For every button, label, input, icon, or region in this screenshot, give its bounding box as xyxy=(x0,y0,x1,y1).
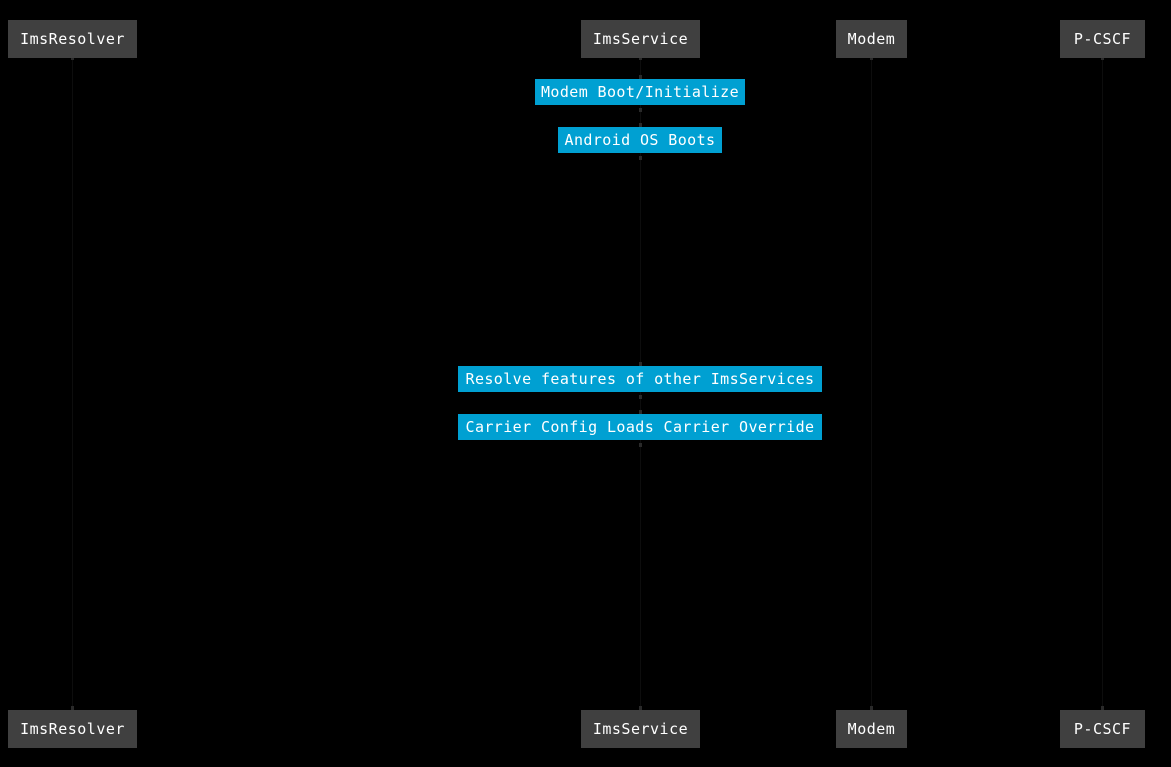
lifeline-stub-ims-resolver-top xyxy=(71,56,74,60)
lifeline-tick-ims-service-1 xyxy=(639,75,642,79)
lifeline-tick-ims-service-8 xyxy=(639,443,642,447)
participant-header-ims-service[interactable]: ImsService xyxy=(581,20,700,58)
lifeline-p-cscf xyxy=(1102,58,1103,710)
participant-footer-ims-service[interactable]: ImsService xyxy=(581,710,700,748)
note-android-os-boots[interactable]: Android OS Boots xyxy=(558,127,722,153)
participant-header-modem[interactable]: Modem xyxy=(836,20,907,58)
participant-footer-modem[interactable]: Modem xyxy=(836,710,907,748)
lifeline-tick-ims-service-5 xyxy=(639,362,642,366)
participant-header-ims-resolver[interactable]: ImsResolver xyxy=(8,20,137,58)
lifeline-ims-resolver xyxy=(72,58,73,710)
lifeline-tick-ims-service-3 xyxy=(639,123,642,127)
lifeline-stub-ims-resolver-bottom xyxy=(71,706,74,710)
lifeline-stub-modem-bottom xyxy=(870,706,873,710)
lifeline-tick-ims-service-6 xyxy=(639,395,642,399)
lifeline-tick-ims-service-2 xyxy=(639,108,642,112)
participant-footer-p-cscf[interactable]: P-CSCF xyxy=(1060,710,1145,748)
lifeline-stub-p-cscf-top xyxy=(1101,56,1104,60)
lifeline-tick-ims-service-7 xyxy=(639,410,642,414)
lifeline-stub-ims-service-bottom xyxy=(639,706,642,710)
participant-header-p-cscf[interactable]: P-CSCF xyxy=(1060,20,1145,58)
lifeline-stub-ims-service-top xyxy=(639,56,642,60)
lifeline-modem xyxy=(871,58,872,710)
note-modem-boot-initialize[interactable]: Modem Boot/Initialize xyxy=(535,79,745,105)
lifeline-tick-ims-service-4 xyxy=(639,156,642,160)
participant-footer-ims-resolver[interactable]: ImsResolver xyxy=(8,710,137,748)
lifeline-stub-modem-top xyxy=(870,56,873,60)
note-carrier-config-loads-carrier-override[interactable]: Carrier Config Loads Carrier Override xyxy=(458,414,822,440)
note-resolve-features-of-other-imsservices[interactable]: Resolve features of other ImsServices xyxy=(458,366,822,392)
lifeline-stub-p-cscf-bottom xyxy=(1101,706,1104,710)
